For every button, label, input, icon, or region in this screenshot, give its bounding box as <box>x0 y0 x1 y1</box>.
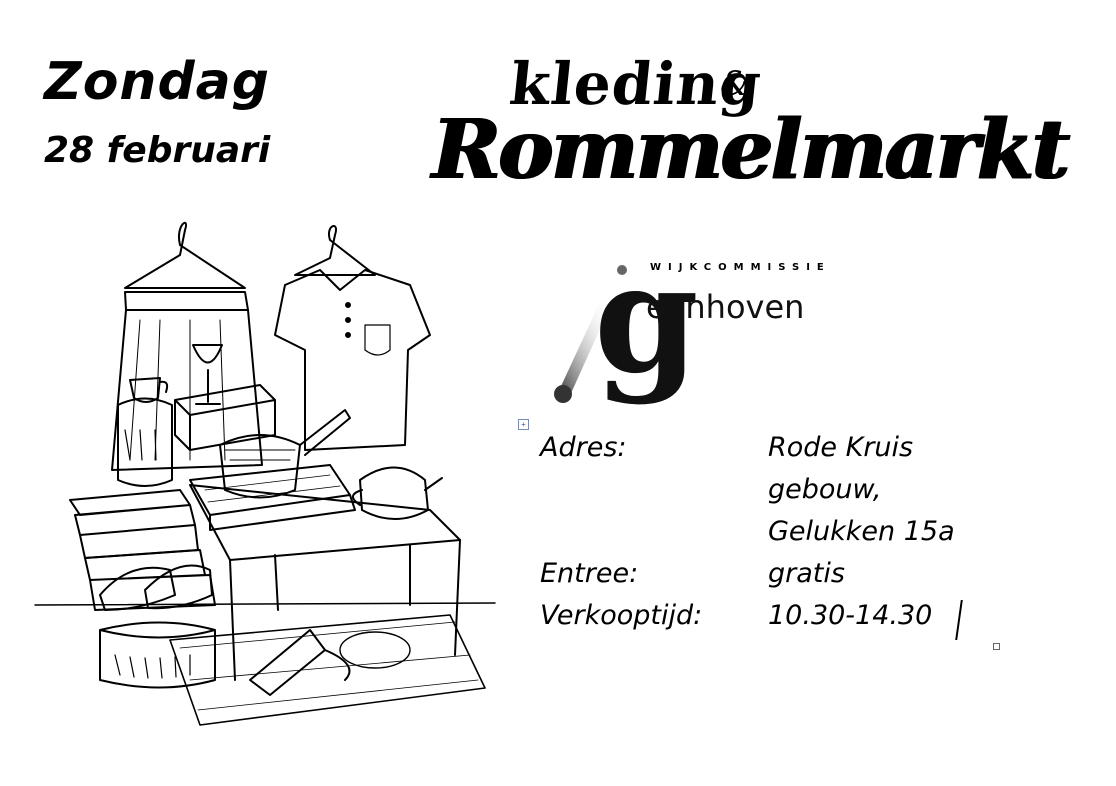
table-resize-handle[interactable] <box>993 643 1000 650</box>
comet-logo-icon <box>554 265 627 403</box>
market-stall-sketch-icon <box>34 221 496 726</box>
info-value: Rode Kruis <box>768 432 914 463</box>
text-cursor <box>955 600 963 640</box>
info-value: gratis <box>768 558 845 589</box>
event-logo: kleding & Rommelmarkt <box>432 50 1069 210</box>
info-label: Verkooptijd: <box>540 600 703 631</box>
logo-ampersand: & <box>720 64 751 104</box>
info-value: Gelukken 15a <box>768 516 955 547</box>
logo-rommelmarkt: Rommelmarkt <box>432 102 1069 198</box>
info-value: gebouw, <box>768 474 882 505</box>
table-move-handle-icon[interactable]: + <box>518 419 529 430</box>
info-label: Entree: <box>540 558 639 589</box>
wijk-initial: g <box>594 231 699 407</box>
wijk-name: eenhoven <box>646 288 805 326</box>
event-day: Zondag <box>44 52 270 112</box>
info-value: 10.30-14.30 <box>768 600 933 631</box>
event-date: 28 februari <box>44 130 271 171</box>
wijkcommissie-label: WIJKCOMMISSIE <box>650 262 831 273</box>
info-label: Adres: <box>540 432 627 463</box>
wijkcommissie-logo: WIJKCOMMISSIE g eenhoven <box>538 244 878 412</box>
